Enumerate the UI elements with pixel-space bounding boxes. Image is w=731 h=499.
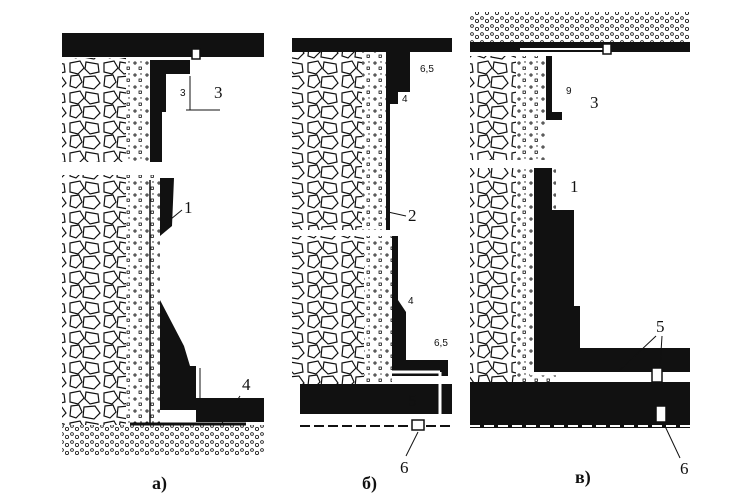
panel-b-pillar-lower (392, 236, 448, 376)
panel-b-drain-box (411, 419, 425, 431)
panel-b-dim-4-top: 4 (402, 94, 408, 105)
panel-b-label-6: 6 (400, 458, 409, 477)
panel-c-floor-band (470, 382, 690, 428)
panel-b-label-2: 2 (408, 206, 417, 225)
panel-b: 6,5 4 2 4 6,5 5 6 б) (292, 38, 452, 494)
panel-c-roof-gravel (470, 12, 690, 42)
panel-a-rock-upper (62, 58, 126, 162)
panel-b-leader-6 (405, 431, 419, 457)
panel-a-caption: а) (152, 473, 167, 494)
panel-a-pillar-lower (160, 178, 196, 410)
panel-a-label-4: 4 (242, 375, 251, 394)
panel-c-rock-upper (470, 56, 516, 160)
panel-b-pillar-upper (386, 52, 410, 230)
panel-c-valve-3 (602, 43, 612, 55)
panel-a-leader-4 (221, 395, 241, 424)
panel-b-rock-upper (292, 52, 362, 230)
panel-b-dim-65-bottom: 6,5 (434, 338, 448, 349)
panel-c-pillar-upper (546, 56, 562, 120)
panel-a: 3 3 6 1 4 а) (62, 33, 264, 494)
panel-c-fill-upper (516, 56, 546, 160)
panel-b-roof-band (292, 38, 452, 52)
panel-b-fill-lower (364, 236, 392, 386)
panel-b-leader-2 (387, 211, 407, 217)
panel-a-dim-3: 3 (180, 88, 186, 99)
panel-a-dim-6: 6 (190, 384, 196, 395)
panel-a-floor-band (196, 398, 264, 422)
panel-c-leader-5a (619, 335, 657, 371)
panel-a-label-3: 3 (214, 83, 223, 102)
panel-a-rock-lower (62, 175, 126, 425)
panel-b-dim-4-bottom: 4 (408, 296, 414, 307)
panel-c-label-6: 6 (680, 459, 689, 478)
panel-a-label-1: 1 (184, 198, 193, 217)
panel-a-floor-gravel (62, 425, 264, 455)
panel-a-leader-1 (159, 209, 183, 229)
panel-c-rock-lower (470, 168, 516, 382)
panel-c-label-3: 3 (590, 93, 599, 112)
panel-c-dim-9: 9 (566, 86, 572, 97)
panel-a-valve-3 (191, 48, 201, 60)
panel-c-pillar-lower (534, 168, 690, 372)
panel-c: 9 3 1 5 6 в) (470, 12, 690, 488)
panel-c-label-1: 1 (570, 177, 579, 196)
panel-c-well (651, 367, 663, 383)
panel-b-label-5: 5 (408, 391, 417, 410)
panel-c-roof-band (470, 42, 690, 52)
panel-b-caption: б) (362, 473, 377, 494)
panel-b-floor-band (300, 384, 452, 414)
panel-a-fill-upper (126, 60, 150, 162)
panel-b-fill-upper (362, 52, 386, 230)
panel-a-fill-lower (126, 175, 160, 423)
panel-a-pillar-upper (150, 60, 190, 162)
panel-b-rock-lower (292, 236, 364, 386)
panel-b-dim-65-top: 6,5 (420, 64, 434, 75)
panel-c-label-5: 5 (656, 317, 665, 336)
panel-c-leader-6 (663, 423, 681, 459)
panel-c-leader-5b (659, 335, 663, 369)
panel-c-caption: в) (575, 467, 591, 488)
panel-c-well-lower (655, 405, 667, 423)
